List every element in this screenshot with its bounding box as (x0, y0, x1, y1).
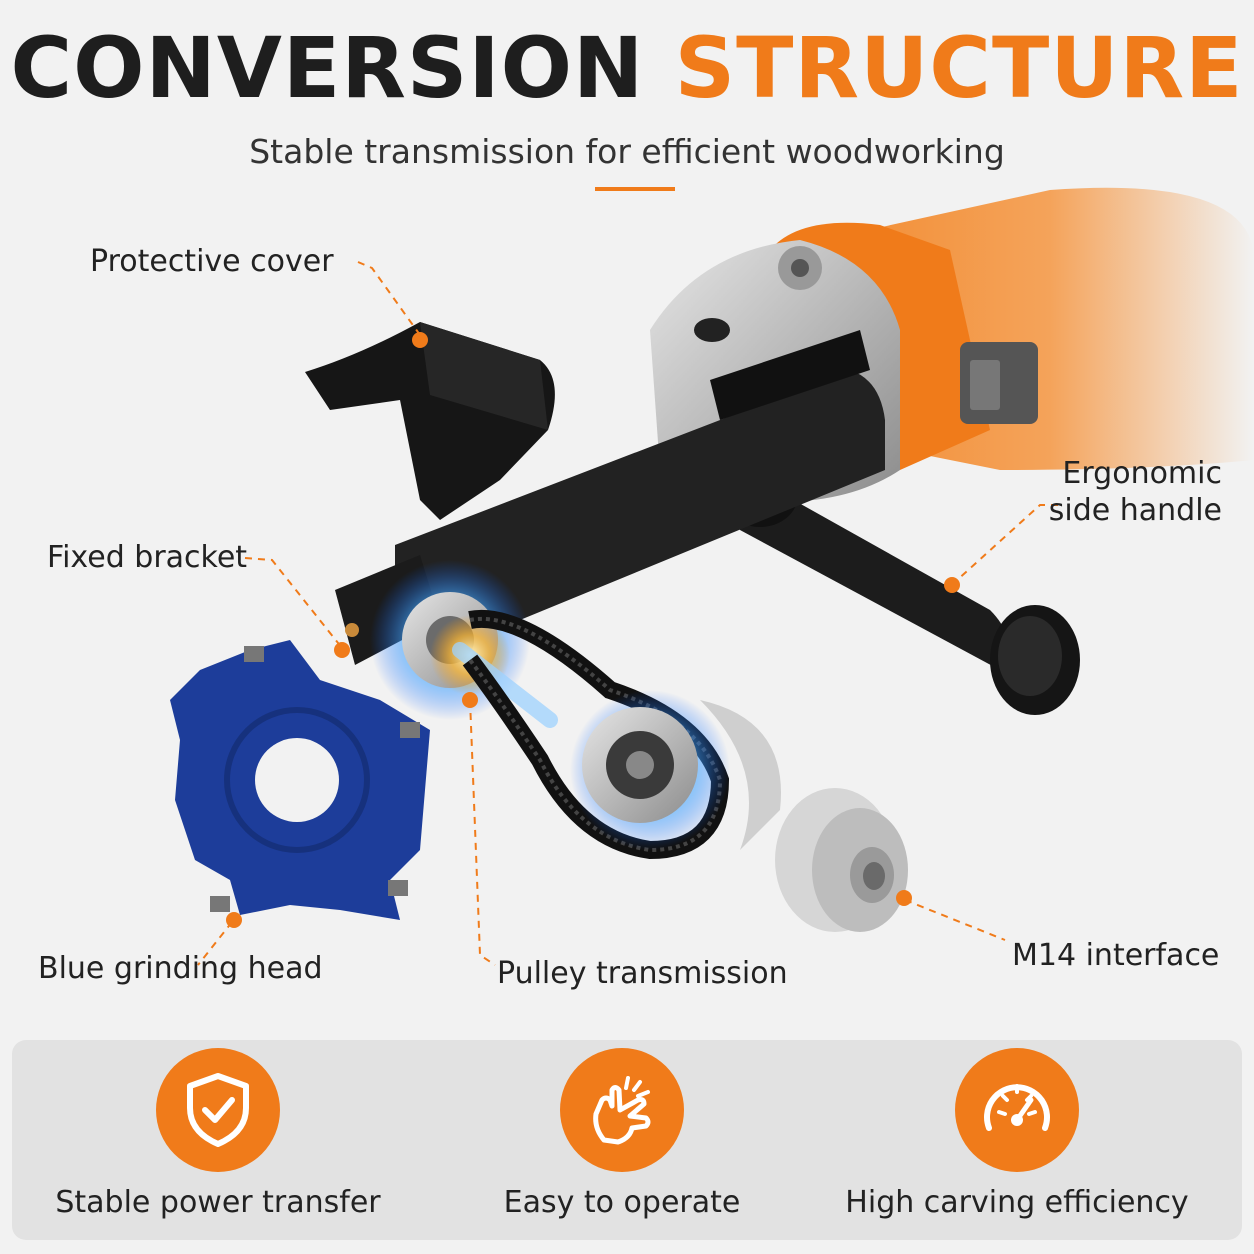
leader-blue-head (197, 921, 233, 966)
label-m14-interface: M14 interface (1012, 938, 1220, 973)
feature-icon-circle (156, 1048, 280, 1172)
protective-cover-shape (305, 322, 555, 520)
label-blue-grinding-head: Blue grinding head (38, 951, 323, 986)
bracket-screw (345, 623, 359, 637)
label-pulley-transmission: Pulley transmission (497, 956, 788, 991)
leader-protective-cover (357, 261, 421, 336)
title-accent: STRUCTURE (674, 19, 1244, 117)
dot-fixed-bracket (334, 642, 350, 658)
subtitle-divider (595, 187, 675, 191)
feature-stable-power: Stable power transfer (28, 1040, 408, 1240)
feature-icon-circle (560, 1048, 684, 1172)
driven-pulley (570, 690, 781, 850)
leader-fixed-bracket (244, 557, 343, 649)
dot-ergonomic (944, 577, 960, 593)
feature-high-efficiency: High carving efficiency (827, 1040, 1207, 1240)
features-panel: Stable power transfer Easy to operate (12, 1040, 1242, 1240)
dot-blue-head (226, 912, 242, 928)
dot-pulley (462, 692, 478, 708)
blue-grinding-head (170, 640, 430, 920)
dot-protective-cover (412, 332, 428, 348)
feature-icon-circle (955, 1048, 1079, 1172)
dot-m14 (896, 890, 912, 906)
leader-ergonomic (954, 504, 1058, 583)
feature-label: Stable power transfer (55, 1185, 381, 1220)
page-subtitle: Stable transmission for efficient woodwo… (249, 132, 1005, 171)
drive-belt (462, 609, 730, 860)
callout-dots (226, 332, 960, 928)
feature-label: High carving efficiency (845, 1185, 1189, 1220)
title-dark: CONVERSION (10, 19, 645, 117)
m14-adapter (775, 788, 908, 932)
label-protective-cover: Protective cover (90, 244, 334, 279)
shield-check-icon (187, 1073, 249, 1147)
label-ergonomic-line1: Ergonomic (1062, 456, 1222, 491)
page-title: CONVERSION STRUCTURE (0, 18, 1254, 118)
leader-pulley (469, 699, 496, 966)
feature-label: Easy to operate (503, 1185, 741, 1220)
callout-leaders (197, 261, 1058, 966)
hand-snap-icon (593, 1076, 651, 1145)
leader-m14 (904, 899, 1006, 941)
feature-easy-operate: Easy to operate (432, 1040, 812, 1240)
label-ergonomic-line2: side handle (1048, 493, 1222, 528)
label-fixed-bracket: Fixed bracket (47, 540, 248, 575)
speedometer-icon (984, 1084, 1050, 1131)
